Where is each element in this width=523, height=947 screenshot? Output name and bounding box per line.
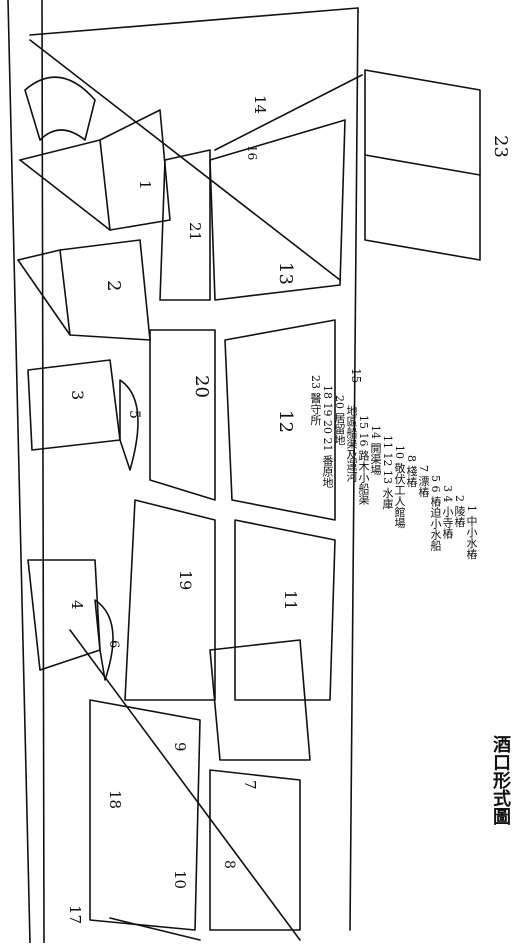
diagonal-road-upper xyxy=(29,39,341,281)
diagonal-road-lower xyxy=(69,629,301,941)
arch-building-1 xyxy=(24,76,96,141)
label-15: 15 xyxy=(349,368,363,383)
label-4: 4 xyxy=(68,600,86,610)
building-23-roofline xyxy=(364,154,481,176)
block-20 xyxy=(149,329,216,501)
legend-item: 10 敬伏工人館場 xyxy=(393,445,406,529)
pier-1-ramp xyxy=(19,139,101,161)
label-2: 2 xyxy=(103,280,124,291)
label-14: 14 xyxy=(251,95,269,114)
pier-2-side xyxy=(17,259,71,336)
label-8: 8 xyxy=(221,860,237,869)
label-5: 5 xyxy=(126,410,142,419)
block-19 xyxy=(124,499,216,701)
legend-item: 18 19 20 21 番原地 xyxy=(321,385,334,488)
legend-item: 5 6 樁迫小水船 xyxy=(429,475,442,551)
label-16: 16 xyxy=(245,145,259,160)
legend-item: 14 開渠場 xyxy=(369,425,382,476)
legend-item: 7 漂樁 xyxy=(417,465,430,498)
pier-5 xyxy=(119,379,139,471)
basin-11 xyxy=(234,519,336,701)
label-17: 17 xyxy=(66,905,84,924)
building-23 xyxy=(364,69,481,261)
legend-item: 地區船渠及運河 xyxy=(345,405,358,482)
label-7: 7 xyxy=(241,780,259,790)
warehouse-7 xyxy=(209,639,311,761)
pier-1 xyxy=(99,109,171,231)
bottom-road-line xyxy=(109,917,201,941)
label-9: 9 xyxy=(171,742,189,752)
block-18-9-10 xyxy=(89,699,201,931)
label-3: 3 xyxy=(68,390,87,400)
legend-item: 1 中小水樁 xyxy=(465,505,478,560)
top-road-line xyxy=(29,7,359,36)
pier-4 xyxy=(27,559,101,671)
label-20: 20 xyxy=(191,375,212,398)
right-road-line xyxy=(349,7,359,931)
label-1: 1 xyxy=(136,180,154,190)
basin-12 xyxy=(224,319,336,521)
block-21 xyxy=(159,149,211,301)
basin-13 xyxy=(209,119,346,301)
label-18: 18 xyxy=(106,790,124,809)
pier-2 xyxy=(59,239,151,341)
label-13: 13 xyxy=(275,262,296,285)
pier-1-side xyxy=(19,159,111,231)
label-6: 6 xyxy=(106,640,121,648)
label-12: 12 xyxy=(275,410,296,433)
legend-item: 23 醫守所 xyxy=(309,375,322,426)
legend-title: 酒口形式圖 xyxy=(490,735,511,825)
label-10: 10 xyxy=(171,870,189,889)
pier-3 xyxy=(27,359,121,451)
legend-item: 20 居留地 xyxy=(333,395,346,446)
legend-item: 8 棧樁 xyxy=(405,455,418,488)
pier-6 xyxy=(94,599,114,681)
top-road-line-2 xyxy=(214,74,363,151)
legend-item: 15 16 路木小船渠 xyxy=(357,415,370,505)
label-21: 21 xyxy=(186,222,204,241)
label-23: 23 xyxy=(490,135,511,158)
left-inner-line xyxy=(41,0,45,944)
left-border-line xyxy=(7,0,31,944)
pier-2-ramp xyxy=(17,249,61,261)
label-11: 11 xyxy=(281,590,300,610)
warehouse-8 xyxy=(209,769,301,931)
label-19: 19 xyxy=(176,570,195,590)
legend-item: 3 4 小寺樁 xyxy=(441,485,454,539)
legend-item: 2 陵樁 xyxy=(453,495,466,528)
legend-item: 11 12 13 水庫 xyxy=(381,435,394,510)
